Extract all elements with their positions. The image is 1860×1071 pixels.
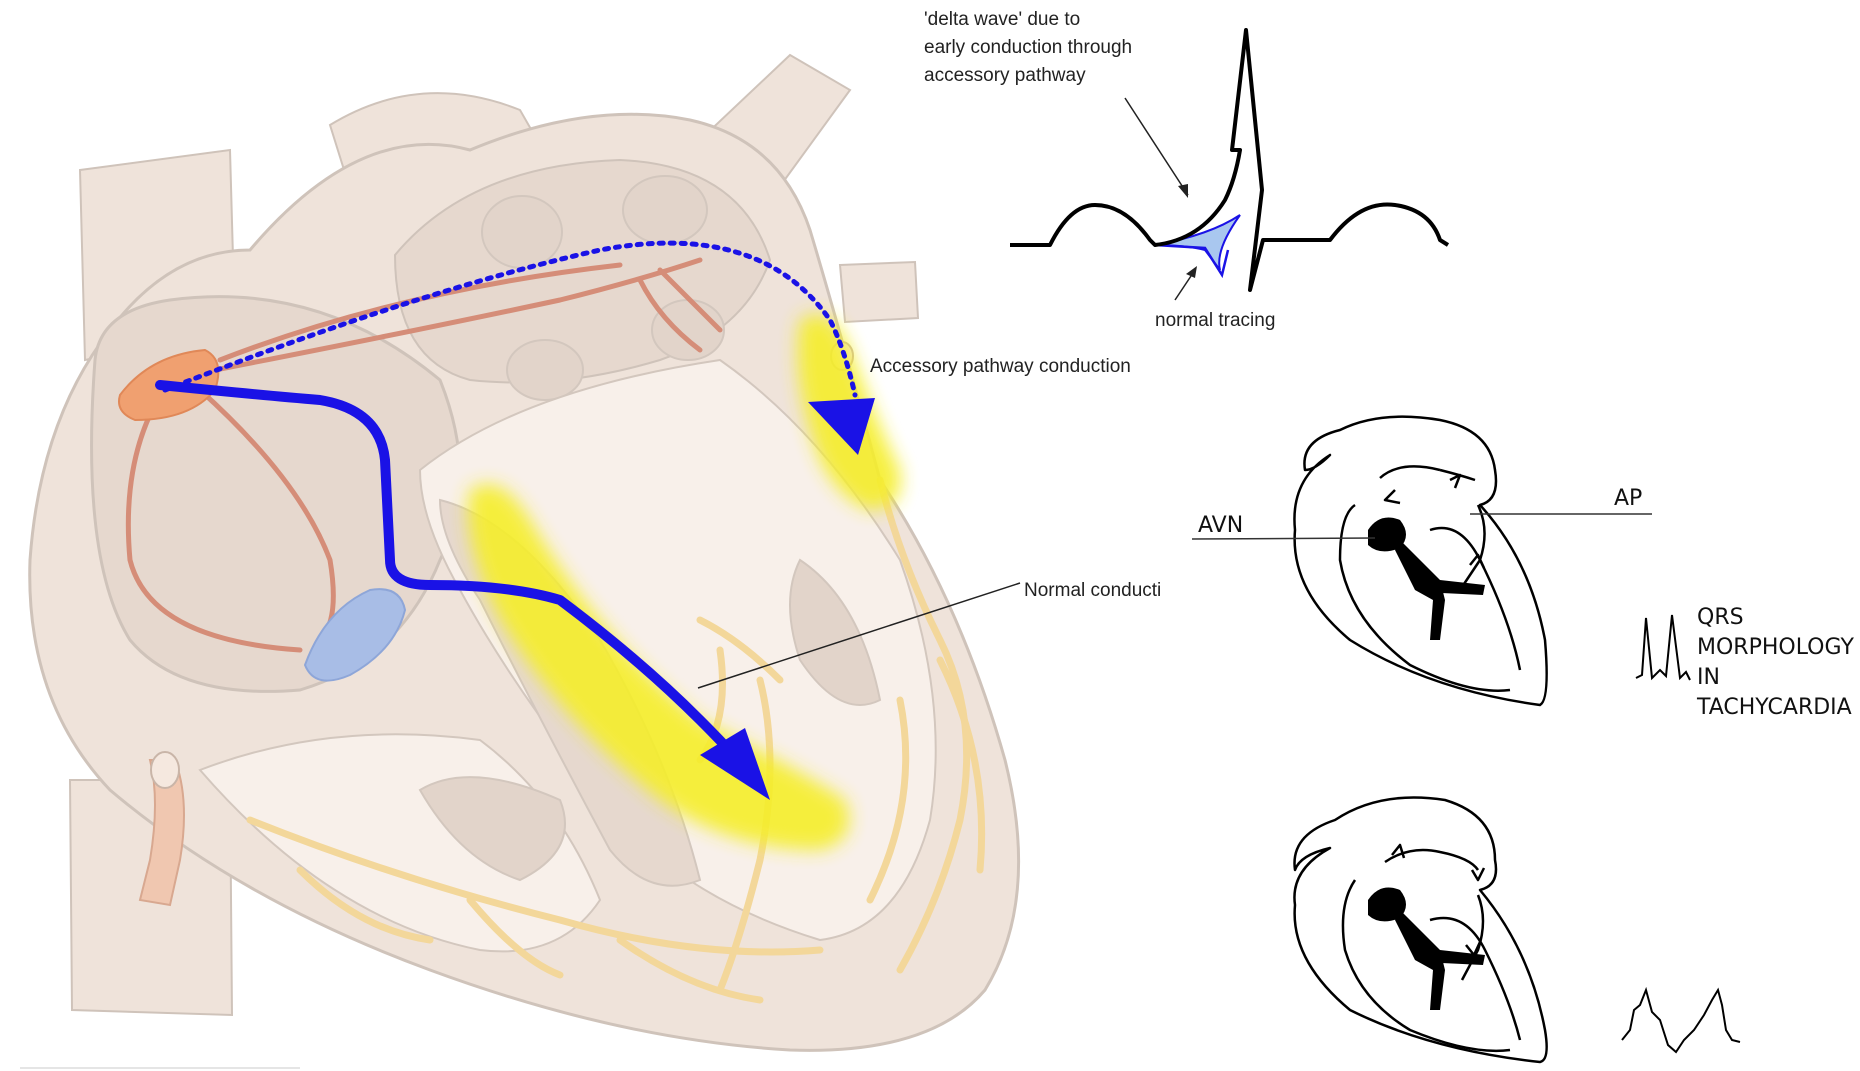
heart-illustration xyxy=(30,55,1019,1050)
bundle-branches xyxy=(1395,910,1485,1010)
ap-label: AP xyxy=(1614,486,1642,511)
qrs-label-line2: MORPHOLOGY xyxy=(1697,635,1854,660)
normal-tracing-pointer-head xyxy=(1186,266,1197,278)
delta-wave-label-line3: accessory pathway xyxy=(924,65,1086,86)
pulmonary-vein-opening xyxy=(482,196,562,268)
avn-label: AVN xyxy=(1198,513,1243,538)
delta-wave-pointer-head xyxy=(1178,184,1188,198)
pulmonary-vein xyxy=(840,262,918,322)
wide-qrs-complex xyxy=(1622,990,1740,1052)
accessory-pathway-label: Accessory pathway conduction xyxy=(870,356,1131,377)
pulmonary-vein-opening xyxy=(652,300,724,360)
pulmonary-vein-opening xyxy=(623,176,707,244)
coronary-ostium xyxy=(151,752,179,788)
avn-leader xyxy=(1192,538,1375,539)
normal-conduction-label: Normal conducti xyxy=(1024,580,1161,601)
ecg-delta-wave-panel: 'delta wave' due to early conduction thr… xyxy=(924,9,1448,331)
delta-wave-label-line2: early conduction through xyxy=(924,37,1132,58)
narrow-qrs-complex xyxy=(1636,615,1690,680)
delta-wave-label-line1: 'delta wave' due to xyxy=(924,9,1080,30)
schematic-heart-antidromic xyxy=(1294,798,1546,1063)
delta-wave-pointer xyxy=(1125,98,1188,195)
normal-tracing-label: normal tracing xyxy=(1155,310,1275,331)
pulmonary-vein-opening xyxy=(507,340,583,400)
qrs-label-line4: TACHYCARDIA xyxy=(1696,695,1852,720)
bundle-branches xyxy=(1395,540,1485,640)
qrs-label-line1: QRS xyxy=(1697,605,1744,630)
qrs-label-line3: IN xyxy=(1697,665,1720,690)
